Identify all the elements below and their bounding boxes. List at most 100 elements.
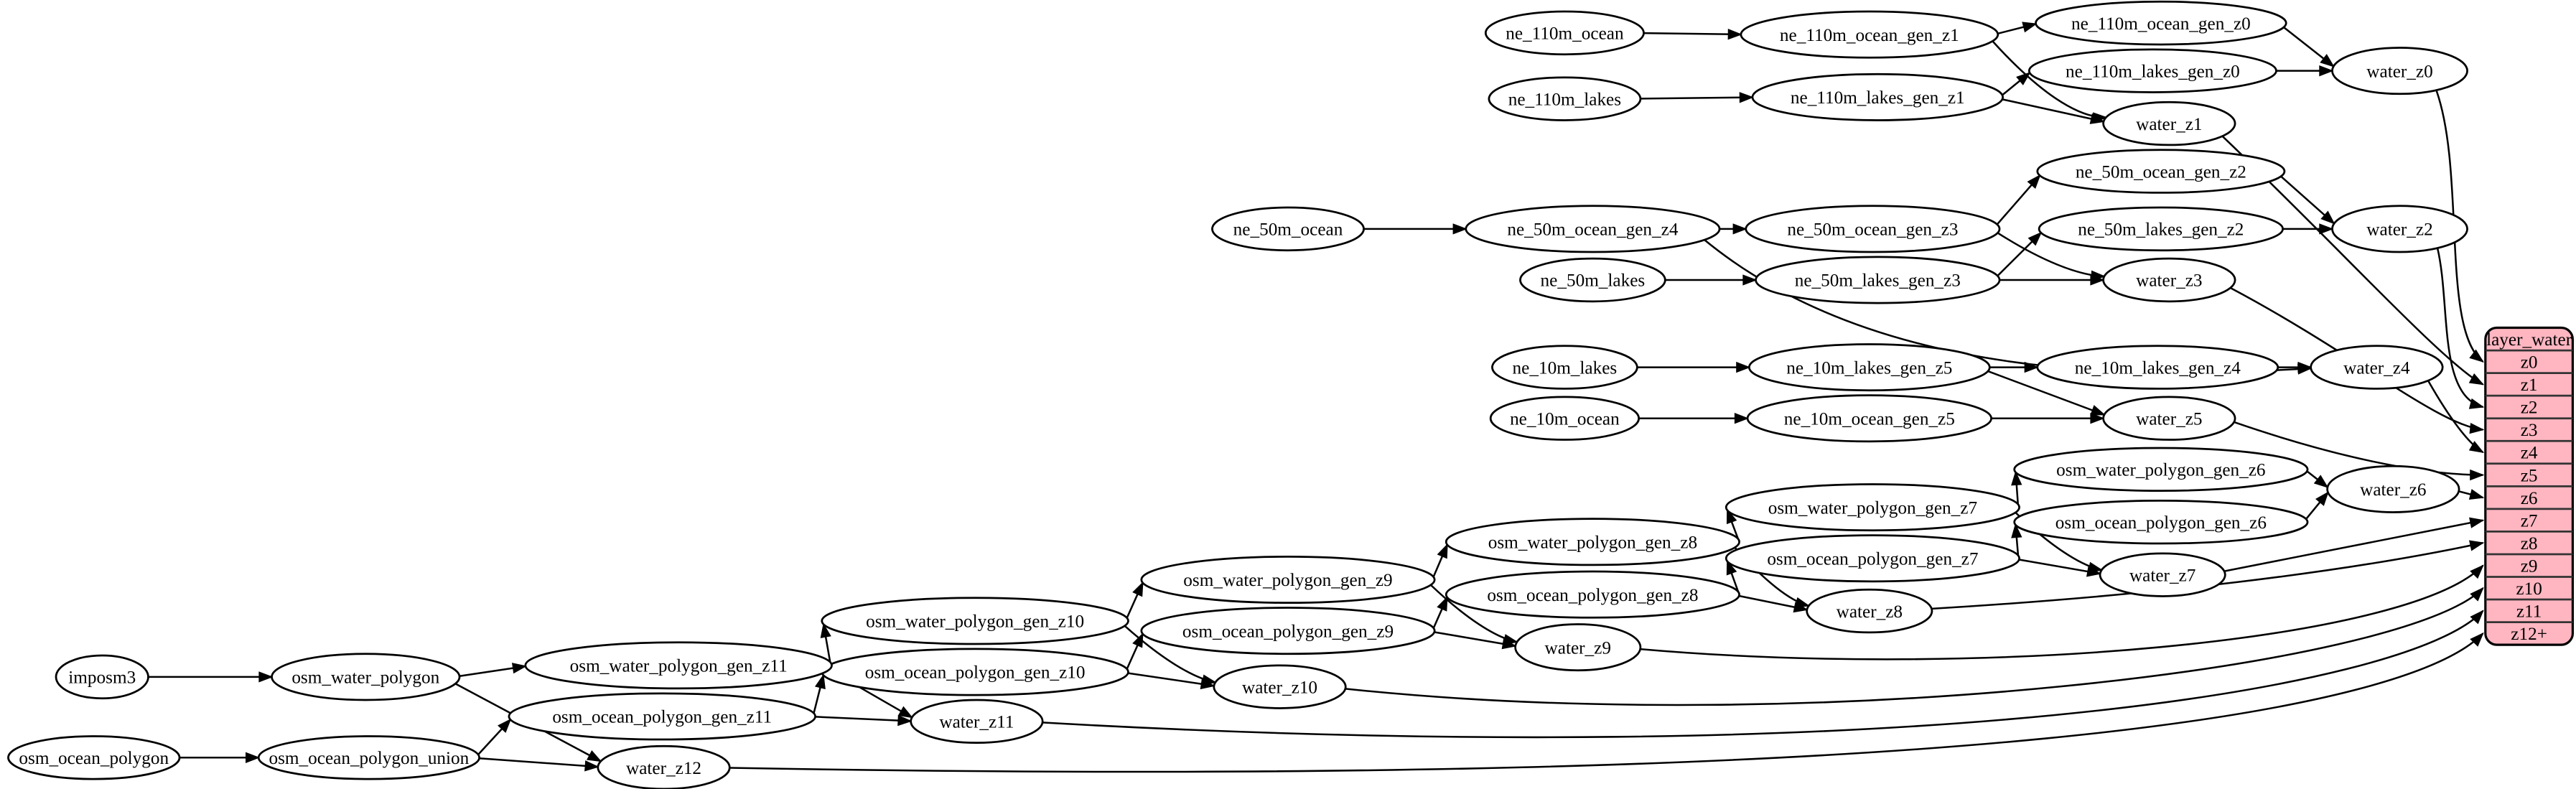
node-osm_water_polygon_gen_z11: osm_water_polygon_gen_z11 bbox=[524, 641, 833, 690]
edge-osm_water_polygon_gen_z11-to-osm_water_polygon_gen_z10 bbox=[820, 622, 831, 663]
node-ellipse-ne_50m_lakes_gen_z2 bbox=[2038, 206, 2285, 252]
node-ellipse-ne_110m_lakes_gen_z0 bbox=[2027, 48, 2277, 93]
table-row-z11: z11 bbox=[2516, 602, 2542, 622]
table-row-z1: z1 bbox=[2521, 375, 2538, 395]
edge-water_z10-to-layer-water-z10 bbox=[1345, 587, 2484, 706]
node-label-ne_10m_ocean_gen_z5: ne_10m_ocean_gen_z5 bbox=[1784, 409, 1955, 429]
node-water_z10: water_z10 bbox=[1213, 664, 1347, 709]
node-label-osm_ocean_polygon_gen_z9: osm_ocean_polygon_gen_z9 bbox=[1182, 622, 1394, 641]
node-label-osm_water_polygon_gen_z6: osm_water_polygon_gen_z6 bbox=[2056, 461, 2265, 480]
node-water_z1: water_z1 bbox=[2102, 101, 2236, 146]
node-label-ne_10m_lakes_gen_z4: ne_10m_lakes_gen_z4 bbox=[2075, 358, 2241, 378]
node-label-water_z3: water_z3 bbox=[2136, 271, 2202, 291]
node-water_z8: water_z8 bbox=[1806, 588, 1933, 634]
node-label-ne_10m_ocean: ne_10m_ocean bbox=[1510, 409, 1620, 429]
edge-osm_water_polygon_gen_z10-to-osm_water_polygon_gen_z9 bbox=[1126, 581, 1144, 619]
table-row-z5: z5 bbox=[2521, 466, 2538, 485]
edge-osm_ocean_polygon_union-to-osm_ocean_polygon_gen_z11 bbox=[477, 718, 512, 756]
node-ellipse-water_z11 bbox=[910, 699, 1044, 744]
node-label-osm_water_polygon: osm_water_polygon bbox=[291, 668, 439, 688]
node-label-osm_ocean_polygon_gen_z11: osm_ocean_polygon_gen_z11 bbox=[552, 708, 772, 727]
node-osm_water_polygon_gen_z6: osm_water_polygon_gen_z6 bbox=[2013, 447, 2309, 492]
edge-ne_50m_ocean_gen_z2-to-water_z2 bbox=[2280, 175, 2335, 225]
node-ellipse-imposm3 bbox=[55, 654, 149, 700]
node-ne_10m_lakes_gen_z5: ne_10m_lakes_gen_z5 bbox=[1747, 343, 1991, 392]
node-ellipse-water_z12 bbox=[597, 744, 731, 789]
table-row-z0: z0 bbox=[2521, 353, 2538, 373]
edges-layer bbox=[148, 22, 2485, 773]
node-ellipse-ne_50m_lakes bbox=[1519, 257, 1666, 303]
node-label-ne_50m_ocean: ne_50m_ocean bbox=[1233, 220, 1343, 240]
node-water_z3: water_z3 bbox=[2102, 257, 2236, 303]
node-label-osm_ocean_polygon_gen_z10: osm_ocean_polygon_gen_z10 bbox=[865, 663, 1086, 683]
node-osm_ocean_polygon_gen_z8: osm_ocean_polygon_gen_z8 bbox=[1445, 570, 1740, 619]
node-osm_water_polygon_gen_z9: osm_water_polygon_gen_z9 bbox=[1140, 556, 1436, 604]
node-label-water_z8: water_z8 bbox=[1837, 602, 1903, 622]
node-ellipse-ne_10m_ocean bbox=[1489, 396, 1641, 441]
node-label-ne_50m_lakes: ne_50m_lakes bbox=[1541, 271, 1646, 291]
edge-ne_110m_ocean_gen_z0-to-water_z0 bbox=[2283, 26, 2335, 67]
table-row-z3: z3 bbox=[2521, 421, 2538, 440]
table-row-z2: z2 bbox=[2521, 398, 2538, 418]
node-label-osm_water_polygon_gen_z10: osm_water_polygon_gen_z10 bbox=[866, 612, 1084, 632]
node-label-ne_110m_ocean: ne_110m_ocean bbox=[1506, 24, 1624, 44]
edge-ne_50m_lakes_gen_z3-to-ne_50m_lakes_gen_z2 bbox=[1997, 231, 2043, 277]
node-label-osm_ocean_polygon: osm_ocean_polygon bbox=[19, 749, 169, 768]
node-ellipse-ne_110m_ocean bbox=[1484, 10, 1645, 56]
node-water_z0: water_z0 bbox=[2331, 47, 2468, 95]
node-ne_50m_lakes_gen_z3: ne_50m_lakes_gen_z3 bbox=[1755, 256, 2001, 304]
node-ellipse-osm_ocean_polygon_gen_z6 bbox=[2013, 500, 2309, 545]
node-ne_50m_ocean_gen_z3: ne_50m_ocean_gen_z3 bbox=[1745, 205, 2001, 253]
node-label-water_z9: water_z9 bbox=[1545, 638, 1611, 658]
node-water_z9: water_z9 bbox=[1514, 623, 1642, 672]
node-osm_ocean_polygon_gen_z11: osm_ocean_polygon_gen_z11 bbox=[508, 692, 816, 741]
node-ellipse-ne_110m_lakes bbox=[1488, 76, 1642, 121]
node-osm_water_polygon_gen_z7: osm_water_polygon_gen_z7 bbox=[1725, 483, 2020, 532]
node-osm_ocean_polygon_gen_z9: osm_ocean_polygon_gen_z9 bbox=[1140, 607, 1436, 655]
node-imposm3: imposm3 bbox=[55, 654, 149, 700]
edge-osm_ocean_polygon_gen_z11-to-water_z11 bbox=[815, 714, 913, 727]
edge-osm_water_polygon-to-osm_water_polygon_gen_z11 bbox=[459, 663, 528, 677]
edge-ne_110m_lakes-to-ne_110m_lakes_gen_z1 bbox=[1640, 92, 1754, 103]
node-ne_50m_ocean: ne_50m_ocean bbox=[1211, 206, 1365, 252]
node-label-ne_50m_ocean_gen_z3: ne_50m_ocean_gen_z3 bbox=[1787, 220, 1958, 240]
table-row-z12+: z12+ bbox=[2511, 625, 2547, 644]
node-ne_10m_lakes: ne_10m_lakes bbox=[1491, 345, 1638, 390]
node-ellipse-osm_water_polygon_gen_z6 bbox=[2013, 447, 2309, 492]
node-ellipse-water_z6 bbox=[2326, 464, 2460, 513]
node-label-osm_ocean_polygon_union: osm_ocean_polygon_union bbox=[269, 749, 470, 768]
edge-water_z7-to-layer-water-z7 bbox=[2223, 517, 2485, 572]
node-ellipse-ne_50m_lakes_gen_z3 bbox=[1755, 256, 2001, 304]
node-ellipse-water_z9 bbox=[1514, 623, 1642, 672]
node-osm_water_polygon_gen_z8: osm_water_polygon_gen_z8 bbox=[1445, 518, 1740, 566]
edge-ne_10m_lakes_gen_z5-to-water_z5 bbox=[1987, 370, 2106, 416]
node-ellipse-osm_ocean_polygon_gen_z7 bbox=[1725, 534, 2020, 583]
node-label-imposm3: imposm3 bbox=[68, 668, 136, 688]
node-ellipse-water_z4 bbox=[2310, 345, 2444, 390]
node-ne_110m_lakes_gen_z0: ne_110m_lakes_gen_z0 bbox=[2027, 48, 2277, 93]
edge-osm_ocean_polygon_gen_z10-to-osm_ocean_polygon_gen_z9 bbox=[1126, 632, 1144, 670]
node-ellipse-ne_10m_ocean_gen_z5 bbox=[1746, 394, 1992, 443]
edge-osm_ocean_polygon_gen_z7-to-osm_ocean_polygon_gen_z6 bbox=[2011, 523, 2022, 556]
node-ellipse-osm_ocean_polygon_gen_z8 bbox=[1445, 570, 1740, 619]
node-label-ne_10m_lakes: ne_10m_lakes bbox=[1513, 358, 1618, 378]
edge-ne_110m_ocean_gen_z1-to-ne_110m_ocean_gen_z0 bbox=[1997, 22, 2038, 35]
node-ellipse-osm_ocean_polygon bbox=[7, 735, 181, 780]
edge-water_z5-to-layer-water-z5 bbox=[2234, 421, 2485, 481]
node-ellipse-ne_50m_ocean_gen_z4 bbox=[1465, 205, 1721, 253]
node-ellipse-ne_50m_ocean bbox=[1211, 206, 1365, 252]
node-ne_50m_lakes_gen_z2: ne_50m_lakes_gen_z2 bbox=[2038, 206, 2285, 252]
node-osm_ocean_polygon: osm_ocean_polygon bbox=[7, 735, 181, 780]
node-label-osm_ocean_polygon_gen_z8: osm_ocean_polygon_gen_z8 bbox=[1487, 586, 1698, 605]
node-ellipse-osm_ocean_polygon_gen_z9 bbox=[1140, 607, 1436, 655]
node-label-ne_10m_lakes_gen_z5: ne_10m_lakes_gen_z5 bbox=[1786, 358, 1952, 378]
node-label-ne_50m_ocean_gen_z2: ne_50m_ocean_gen_z2 bbox=[2076, 162, 2246, 182]
edge-water_z12-to-layer-water-z12+ bbox=[729, 632, 2484, 773]
node-ne_10m_lakes_gen_z4: ne_10m_lakes_gen_z4 bbox=[2036, 345, 2279, 390]
node-water_z12: water_z12 bbox=[597, 744, 731, 789]
node-ne_50m_ocean_gen_z2: ne_50m_ocean_gen_z2 bbox=[2036, 149, 2286, 194]
edge-osm_ocean_polygon_gen_z7-to-water_z7 bbox=[2019, 559, 2102, 577]
node-ellipse-ne_110m_ocean_gen_z1 bbox=[1740, 10, 1999, 59]
node-label-water_z1: water_z1 bbox=[2136, 115, 2202, 134]
